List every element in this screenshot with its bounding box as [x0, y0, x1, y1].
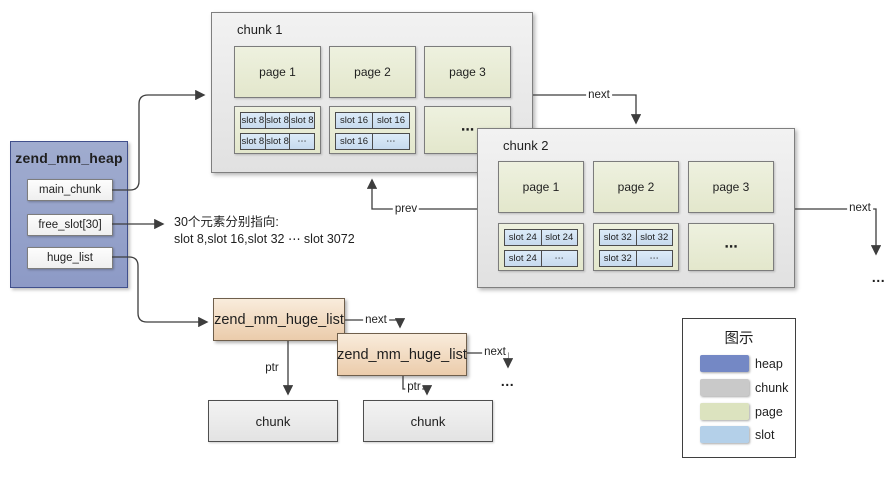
slot-cell: slot 32: [635, 229, 673, 246]
huge-chunk-1: chunk: [208, 400, 338, 442]
slot-cell: slot 8: [240, 112, 266, 129]
slot-row: slot 32 ⋯: [599, 250, 673, 267]
slot-cell-ellipsis: ⋯: [540, 250, 578, 267]
slot-cell-ellipsis: ⋯: [289, 133, 316, 150]
label-next-node1: next: [363, 314, 389, 326]
label-next-node2: next: [482, 346, 508, 358]
slot-cell: slot 24: [504, 229, 542, 246]
heap-field-huge-list: huge_list: [27, 247, 113, 269]
chunk-1-slot-group-2: slot 16 slot 16 slot 16 ⋯: [329, 106, 416, 154]
slot-cell: slot 16: [335, 133, 373, 150]
slot-cell: slot 32: [599, 250, 637, 267]
legend-label-heap: heap: [755, 357, 783, 371]
slot-cell: slot 8: [240, 133, 266, 150]
legend-swatch-slot: [700, 426, 749, 443]
slot-row: slot 24 ⋯: [504, 250, 578, 267]
slot-cell: slot 32: [599, 229, 637, 246]
slot-row: slot 24 slot 24: [504, 229, 578, 246]
heap-field-free-slot: free_slot[30]: [27, 214, 113, 236]
chunk-2-slot-group-2: slot 32 slot 32 slot 32 ⋯: [593, 223, 679, 271]
slot-row: slot 8 slot 8 ⋯: [240, 133, 316, 150]
slot-cell: slot 8: [264, 133, 291, 150]
slot-row: slot 32 slot 32: [599, 229, 673, 246]
chunk-1-title: chunk 1: [237, 22, 283, 37]
legend-label-slot: slot: [755, 428, 775, 442]
label-prev-chunk2: prev: [392, 203, 420, 215]
chunk-2-page-2: page 2: [593, 161, 679, 213]
huge-list-node-1: zend_mm_huge_list: [213, 298, 345, 341]
huge-list-node-2: zend_mm_huge_list: [337, 333, 467, 376]
slot-cell: slot 8: [264, 112, 291, 129]
slot-row: slot 8 slot 8 slot 8: [240, 112, 316, 129]
ellipsis-after-node2: …: [500, 373, 516, 389]
legend-swatch-page: [700, 403, 749, 420]
label-ptr-node1: ptr: [263, 362, 281, 374]
ellipsis-after-chunk2: …: [871, 269, 887, 285]
legend-label-chunk: chunk: [755, 381, 789, 395]
chunk-2-slot-group-ellipsis: ⋯: [688, 223, 774, 271]
label-next-chunk2: next: [847, 202, 873, 214]
legend-box: 图示 heap chunk page slot: [682, 318, 796, 458]
free-slot-note-line1: 30个元素分别指向:: [174, 215, 279, 229]
chunk-2-page-1: page 1: [498, 161, 584, 213]
arrow-chunk2-prev-to-chunk1: [366, 178, 477, 210]
arrow-chunk2-next-more: [795, 208, 882, 256]
label-ptr-node2: ptr: [405, 381, 423, 393]
slot-cell: slot 24: [540, 229, 578, 246]
chunk-1-page-3: page 3: [424, 46, 511, 98]
chunk-2-page-3: page 3: [688, 161, 774, 213]
heap-title: zend_mm_heap: [15, 150, 123, 166]
slot-row: slot 16 slot 16: [335, 112, 410, 129]
slot-cell: slot 8: [289, 112, 316, 129]
chunk-1-page-1: page 1: [234, 46, 321, 98]
heap-field-main-chunk: main_chunk: [27, 179, 113, 201]
slot-cell: slot 16: [372, 112, 410, 129]
chunk-2-box: chunk 2 page 1 page 2 page 3 slot 24 slo…: [477, 128, 795, 288]
chunk-2-title: chunk 2: [503, 138, 549, 153]
chunk-1-box: chunk 1 page 1 page 2 page 3 slot 8 slot…: [211, 12, 533, 173]
slot-cell: slot 16: [335, 112, 373, 129]
label-next-chunk1: next: [586, 89, 612, 101]
heap-box: zend_mm_heap main_chunk free_slot[30] hu…: [10, 141, 128, 288]
arrow-chunk1-next-to-chunk2: [533, 94, 642, 125]
chunk-1-page-2: page 2: [329, 46, 416, 98]
legend-label-page: page: [755, 405, 783, 419]
chunk-2-slot-group-1: slot 24 slot 24 slot 24 ⋯: [498, 223, 584, 271]
legend-swatch-heap: [700, 355, 749, 372]
legend-title: 图示: [724, 331, 754, 347]
slot-cell: slot 24: [504, 250, 542, 267]
slot-cell-ellipsis: ⋯: [372, 133, 410, 150]
slot-row: slot 16 ⋯: [335, 133, 410, 150]
legend-swatch-chunk: [700, 379, 749, 396]
chunk-1-slot-group-1: slot 8 slot 8 slot 8 slot 8 slot 8 ⋯: [234, 106, 321, 154]
free-slot-note-line2: slot 8,slot 16,slot 32 ⋯ slot 3072: [174, 232, 355, 246]
slot-cell-ellipsis: ⋯: [635, 250, 673, 267]
huge-chunk-2: chunk: [363, 400, 493, 442]
